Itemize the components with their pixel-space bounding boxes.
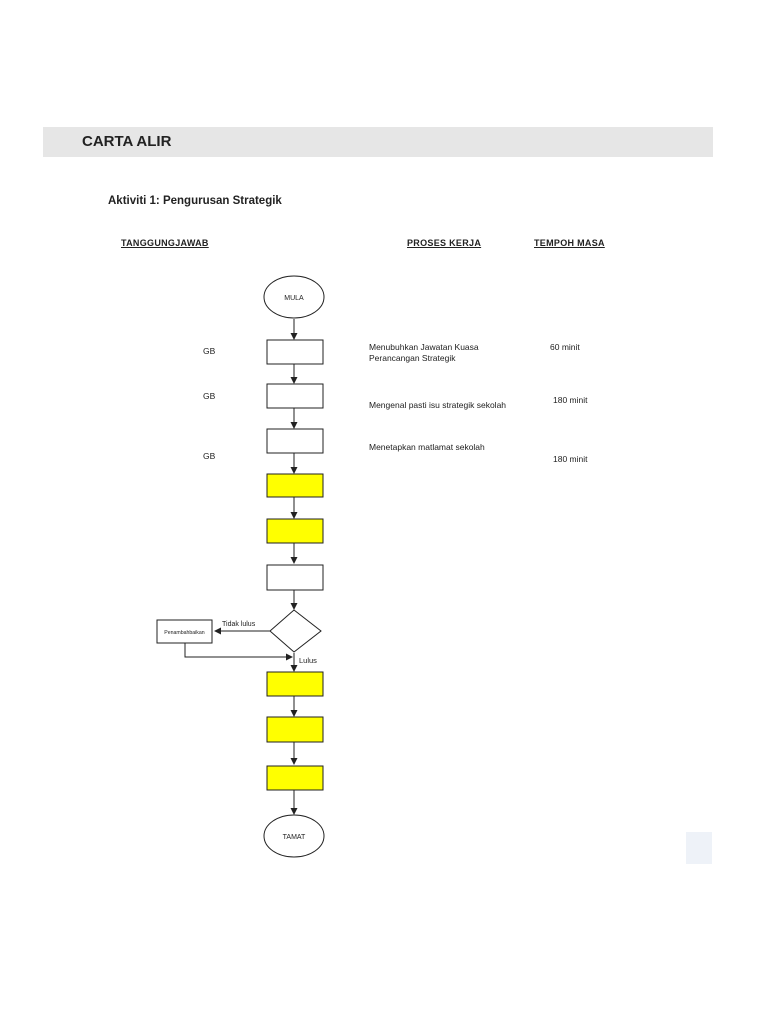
step-box-1 xyxy=(266,339,324,365)
column-header-duration: TEMPOH MASA xyxy=(534,238,605,248)
step-box-5-highlighted xyxy=(266,518,324,544)
header-band xyxy=(43,127,713,157)
step-box-6 xyxy=(266,564,324,591)
step-box-2 xyxy=(266,383,324,409)
side-tab xyxy=(686,832,712,864)
step-box-7-highlighted xyxy=(266,671,324,697)
step-box-9-highlighted xyxy=(266,765,324,791)
start-terminator xyxy=(263,275,325,319)
column-header-responsibility: TANGGUNGJAWAB xyxy=(121,238,209,248)
activity-title: Aktiviti 1: Pengurusan Strategik xyxy=(108,195,282,207)
step-2-process: Mengenal pasti isu strategik sekolah xyxy=(369,400,507,410)
step-box-3 xyxy=(266,428,324,454)
step-3-responsibility: GB xyxy=(203,451,216,461)
connector-revise-loop-back xyxy=(184,643,293,661)
page-title: CARTA ALIR xyxy=(82,133,172,150)
revise-box xyxy=(156,619,213,644)
decision-yes-label: Lulus xyxy=(299,656,317,665)
start-label: MULA xyxy=(284,295,304,302)
step-1-process: Menubuhkan Jawatan Kuasa Perancangan Str… xyxy=(369,342,479,363)
decision-diamond xyxy=(269,609,322,653)
column-header-process: PROSES KERJA xyxy=(407,238,482,248)
step-box-8-highlighted xyxy=(266,716,324,743)
step-3-process: Menetapkan matlamat sekolah xyxy=(369,442,485,452)
decision-no-label: Tidak lulus xyxy=(222,621,256,628)
end-terminator xyxy=(263,814,325,858)
step-3-duration: 180 minit xyxy=(553,454,588,464)
step-1-responsibility: GB xyxy=(203,346,216,356)
step-2-responsibility: GB xyxy=(203,391,216,401)
step-box-4-highlighted xyxy=(266,473,324,498)
revise-label: Penambahbaikan xyxy=(164,630,204,636)
step-1-duration: 60 minit xyxy=(550,342,580,352)
step-2-duration: 180 minit xyxy=(553,395,588,405)
end-label: TAMAT xyxy=(283,834,306,841)
